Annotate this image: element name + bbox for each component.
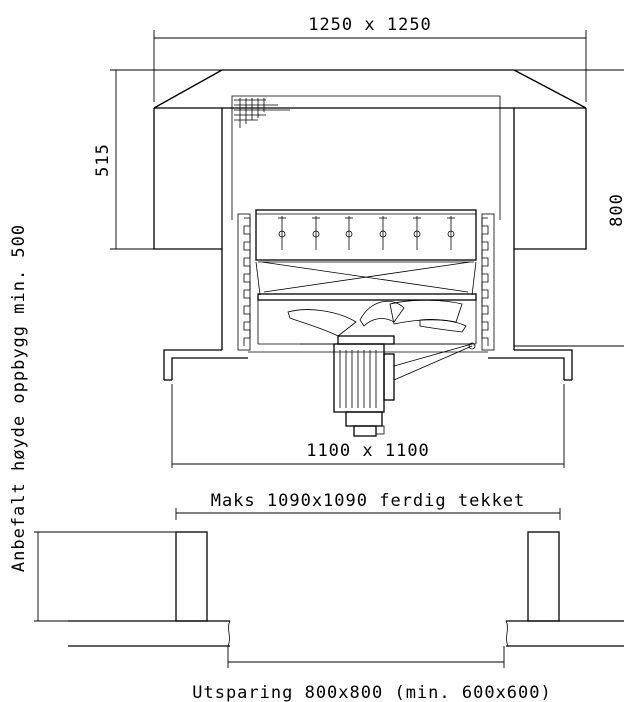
side-dampers (237, 213, 495, 351)
dim-recommended-height: Anbefalt høyde oppbygg min. 500 (9, 224, 176, 622)
dim-top-width-label: 1250 x 1250 (308, 15, 432, 35)
roof-curb (68, 531, 624, 647)
dim-total-height-label: 800 (607, 193, 624, 227)
dim-recommended-height-label: Anbefalt høyde oppbygg min. 500 (9, 224, 29, 572)
inlet-box (255, 209, 477, 296)
fan-hood (153, 69, 587, 350)
dim-total-height: 800 (514, 69, 624, 347)
mesh-detail (234, 98, 290, 128)
dim-max-finished: Maks 1090x1090 ferdig tekket (175, 491, 561, 520)
dim-top-width: 1250 x 1250 (153, 15, 587, 102)
rod-row (278, 216, 455, 250)
dim-max-finished-label: Maks 1090x1090 ferdig tekket (211, 491, 526, 511)
dim-opening: Utsparing 800x800 (min. 600x600) (192, 646, 552, 702)
base-flange (163, 349, 573, 381)
dim-hood-height: 515 (93, 69, 222, 250)
dim-base-width: 1100 x 1100 (171, 384, 565, 468)
dim-opening-label: Utsparing 800x800 (min. 600x600) (192, 683, 552, 702)
impeller (257, 293, 477, 350)
dim-hood-height-label: 515 (93, 143, 113, 177)
dim-base-width-label: 1100 x 1100 (306, 441, 430, 461)
motor (333, 335, 473, 437)
